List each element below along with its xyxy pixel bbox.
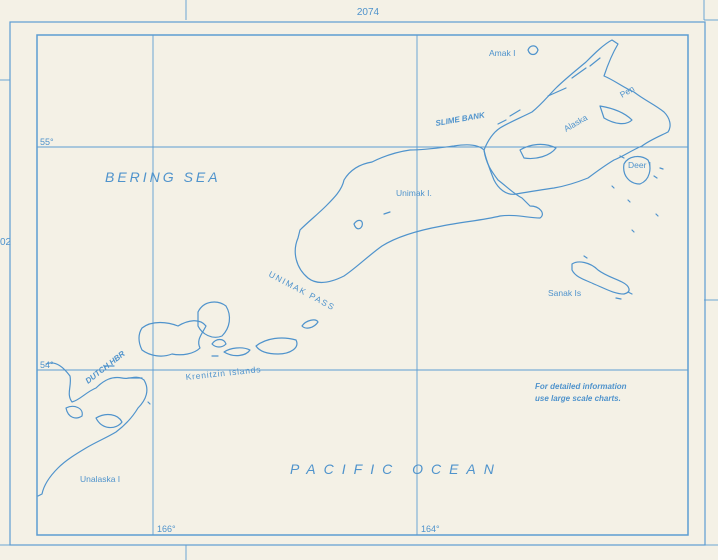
unimak-pass-islet [301,319,319,329]
sanak-rocks [583,199,659,300]
pen-label: Pen [618,83,636,99]
krenitzin-islands-coast [138,320,207,357]
akutan-island-coast [223,347,251,357]
deer-island-coast [623,155,651,185]
unalaska-island-label: Unalaska I [80,474,120,484]
outer-frame [9,21,706,546]
alaska-peninsula-coast [483,39,671,195]
unalaska-inlet [95,413,123,429]
neat-line [36,34,689,536]
peninsula-bay [599,105,633,125]
bering-sea-label: BERING SEA [105,169,221,185]
unimak-lake-small [383,211,391,215]
unimak-island-coast [294,144,543,284]
unalaska-bay [65,405,83,419]
detail-note-line2: use large scale charts. [535,394,621,403]
deer-island-rocks [611,155,664,189]
lat-55-label: 55° [40,137,54,147]
unalaska-shoals [103,365,151,405]
unalaska-island-coast [37,362,148,497]
sanak-islands-coast [571,261,630,295]
dutch-harbor-label: DUTCH HBR [84,349,127,386]
lat-54-label: 54° [40,360,54,370]
unimak-lake [353,219,363,230]
lon-164-label: 164° [421,524,440,534]
slime-bank-shoal [497,109,521,125]
krenitzin-islands-label: Krenitzin Islands [185,364,262,382]
amak-island-label: Amak I [489,48,515,58]
slime-bank-label: SLIME BANK [435,110,487,128]
side-number: 02 [0,237,12,248]
amak-island-coast [527,45,539,56]
unimak-pass-label: UNIMAK PASS [267,269,337,313]
lon-166-label: 166° [157,524,176,534]
unimak-island-label: Unimak I. [396,188,432,198]
deer-island-label: Deer I [628,160,651,170]
akun-island-coast [197,301,231,338]
tigalda-island-coast [255,337,298,355]
peninsula-shoals [547,57,601,97]
alaska-label: Alaska [562,112,589,134]
peninsula-lagoon [519,143,557,160]
detail-note-line1: For detailed information [535,382,627,391]
pacific-ocean-label: PACIFIC OCEAN [290,461,502,477]
sanak-islands-label: Sanak Is [548,288,581,298]
sheet-number: 2074 [357,7,380,18]
krenitzin-islet [211,338,227,348]
